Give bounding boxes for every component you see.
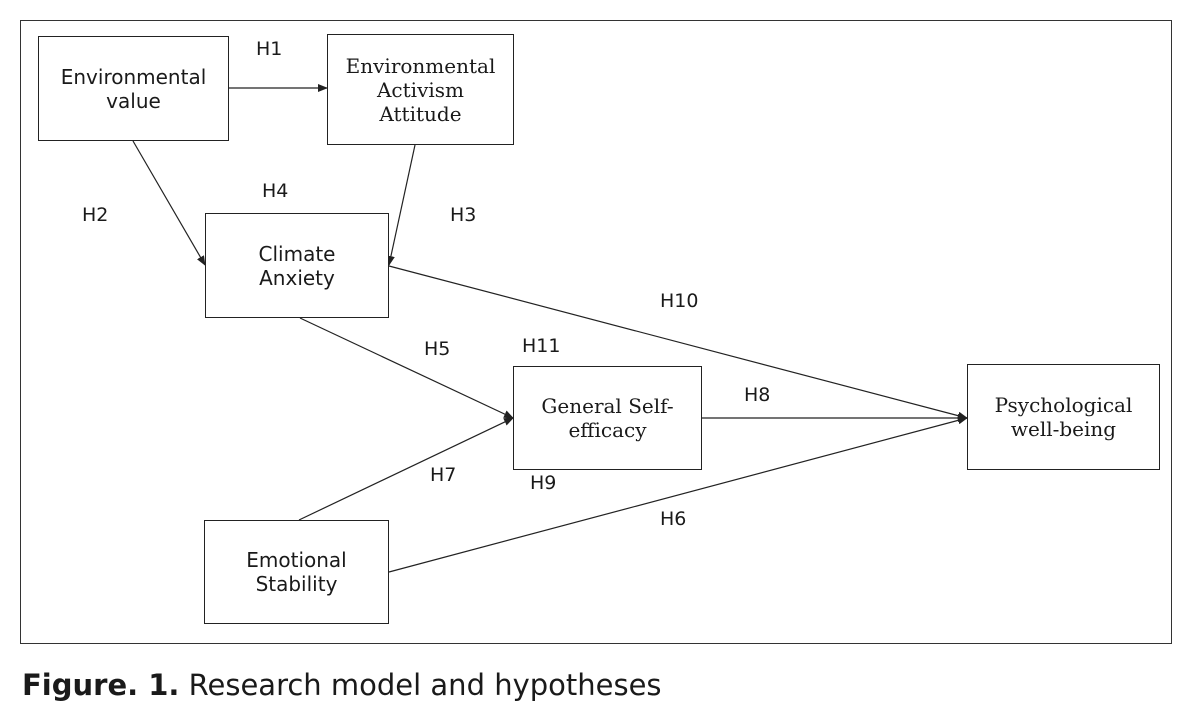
- figure-caption: Figure. 1. Research model and hypotheses: [22, 668, 662, 702]
- edge-label-h8: H8: [744, 384, 771, 406]
- diagram-frame: [20, 20, 1172, 644]
- edge-label-h3: H3: [450, 204, 477, 226]
- node-environmental-value-label: Environmental value: [60, 64, 207, 113]
- edge-h5-arrow: [299, 317, 514, 419]
- node-climate-anxiety-label: Climate Anxiety: [258, 241, 336, 290]
- node-general-self-efficacy-label: General Self- efficacy: [541, 394, 674, 442]
- figure-caption-text: Research model and hypotheses: [179, 668, 662, 702]
- edge-h2-arrow: [132, 140, 206, 266]
- edge-h6-arrow: [388, 416, 968, 573]
- edge-label-h2: H2: [82, 204, 109, 226]
- node-environmental-activism-attitude-label: Environmental Activism Attitude: [345, 53, 496, 126]
- node-general-self-efficacy: General Self- efficacy: [513, 366, 702, 470]
- node-emotional-stability-label: Emotional Stability: [246, 548, 347, 596]
- edge-label-h7: H7: [430, 464, 457, 486]
- node-emotional-stability: Emotional Stability: [204, 520, 389, 624]
- edge-h10-arrow: [388, 265, 968, 420]
- edge-h3-arrow: [386, 144, 416, 266]
- node-psychological-well-being: Psychological well-being: [967, 364, 1160, 470]
- edge-label-h9: H9: [530, 472, 557, 494]
- edge-label-h11: H11: [522, 335, 561, 357]
- edge-label-h5: H5: [424, 338, 451, 360]
- edge-label-h1: H1: [256, 38, 283, 60]
- edge-label-h4: H4: [262, 180, 289, 202]
- edge-label-h6: H6: [660, 508, 687, 530]
- figure-caption-label: Figure. 1.: [22, 668, 180, 702]
- node-climate-anxiety: Climate Anxiety: [205, 213, 389, 318]
- edge-label-h10: H10: [660, 290, 699, 312]
- node-psychological-well-being-label: Psychological well-being: [994, 393, 1133, 441]
- node-environmental-activism-attitude: Environmental Activism Attitude: [327, 34, 514, 145]
- node-environmental-value: Environmental value: [38, 36, 229, 141]
- edge-h7-arrow: [298, 417, 514, 521]
